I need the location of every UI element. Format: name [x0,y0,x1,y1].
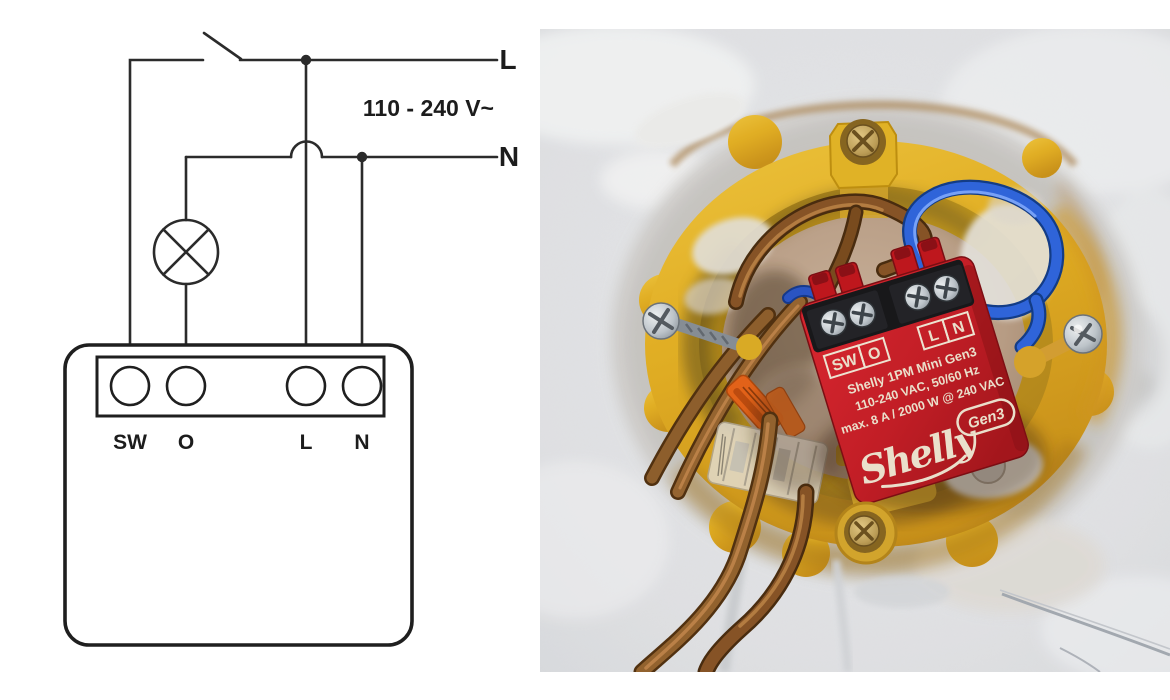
gen3-badge [956,398,1016,437]
terminal-label-n: N [354,431,369,454]
rim-tint-right [1048,202,1122,426]
terminal-label-boxes [822,310,976,380]
neutral-label: N [499,141,519,172]
wiring-diagram: L N 110 - 240 V~ SW O L N [0,0,540,700]
bottom-screw-boss [834,501,898,565]
device-label-n: N [951,319,967,339]
right-mounting-screw [1014,314,1103,378]
terminal-label-o: O [178,431,194,454]
sw-wire [128,58,205,347]
wire-hop [289,140,324,159]
relay-device-outline [63,343,414,647]
shelly-device: SW O L N Shelly 1PM Mini Gen3 110-240 VA… [799,236,1029,505]
terminal-label-sw: SW [113,431,147,454]
terminal-n [341,365,383,407]
installation-photo: SW O L N Shelly 1PM Mini Gen3 110-240 VA… [540,29,1170,672]
terminal-sw [109,365,151,407]
switch-icon [202,31,243,61]
right-screw-anchor [1014,346,1046,378]
plaster-top-edge [668,101,1079,168]
terminal-screws [819,274,961,337]
hanging-wires [633,411,815,672]
terminal-o [165,365,207,407]
left-screw-anchor [736,334,762,360]
device-label-o: O [866,344,883,364]
voltage-label: 110 - 240 V~ [363,95,494,121]
shelly-logo-swash [881,454,967,489]
live-label: L [499,44,516,75]
terminal-l [285,365,327,407]
photo-vignette [540,29,1170,672]
terminal-label-l: L [300,431,313,454]
rim-shadow-bottom [669,439,1087,574]
plaster-chunk [634,92,746,148]
left-mounting-screw [642,302,762,360]
